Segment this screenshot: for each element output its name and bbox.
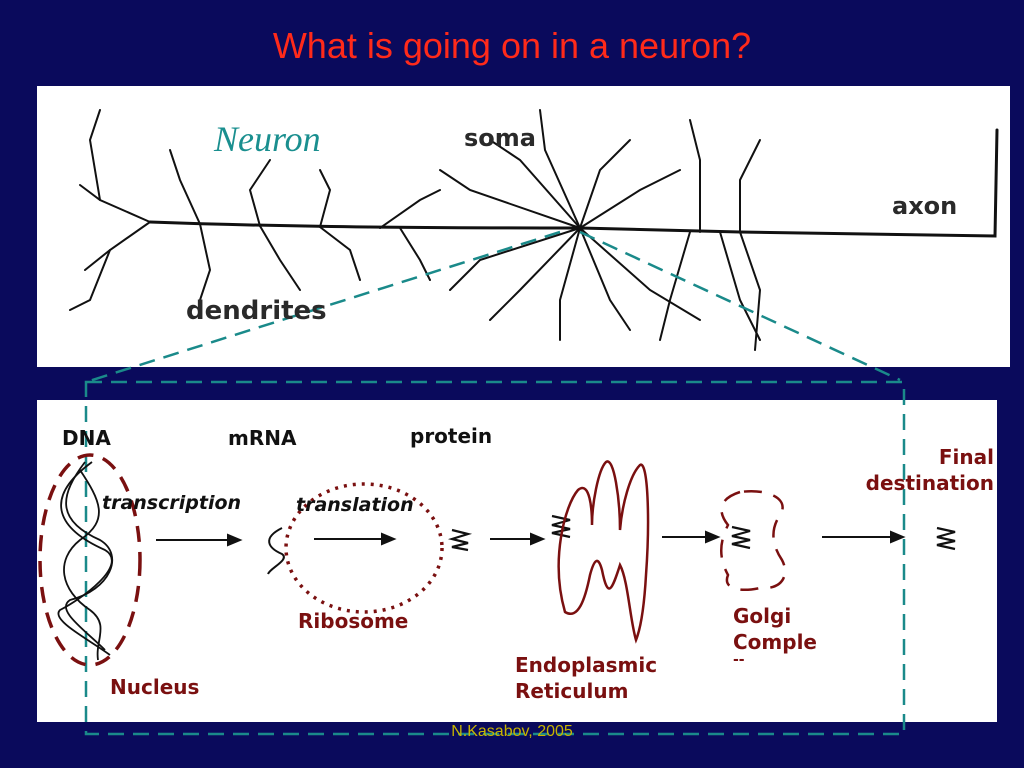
golgi-outline — [720, 489, 787, 592]
axon-label: axon — [892, 192, 958, 220]
process-arrows — [156, 530, 906, 547]
er-label: Endoplasmic Reticulum — [515, 652, 657, 704]
dna-label: DNA — [62, 426, 111, 450]
mrna-squiggle — [267, 527, 285, 575]
ribosome-outline — [284, 482, 444, 614]
final-destination-label: Final destination — [866, 444, 994, 496]
final-label-line1: Final — [938, 445, 994, 469]
golgi-label-line2: Comple — [733, 630, 817, 654]
zoom-connector — [84, 230, 906, 736]
ribosome-label: Ribosome — [298, 609, 409, 633]
translation-label: translation — [296, 494, 414, 516]
golgi-label-line3: -- — [733, 652, 745, 668]
transcription-label: transcription — [102, 492, 242, 514]
nucleus-outline — [38, 453, 142, 667]
er-outline — [557, 460, 650, 644]
nucleus-label: Nucleus — [110, 675, 200, 699]
dna-strands — [57, 461, 114, 661]
er-label-line1: Endoplasmic — [515, 653, 658, 677]
process-panel — [37, 400, 997, 722]
slide-title: What is going on in a neuron? — [272, 25, 752, 66]
golgi-label: Golgi Comple -- — [733, 603, 817, 668]
soma-label: soma — [464, 124, 536, 152]
footer-credit: N.Kasabov, 2005 — [451, 723, 573, 740]
golgi-label-line1: Golgi — [733, 604, 792, 628]
protein-label: protein — [410, 424, 493, 448]
dendrites-label: dendrites — [186, 296, 327, 326]
er-label-line2: Reticulum — [515, 679, 629, 703]
neuron-heading: Neuron — [214, 119, 321, 159]
neuron-illustration — [69, 109, 999, 351]
mrna-label: mRNA — [228, 426, 297, 450]
protein-zigzags — [447, 514, 956, 552]
final-label-line2: destination — [865, 471, 994, 495]
